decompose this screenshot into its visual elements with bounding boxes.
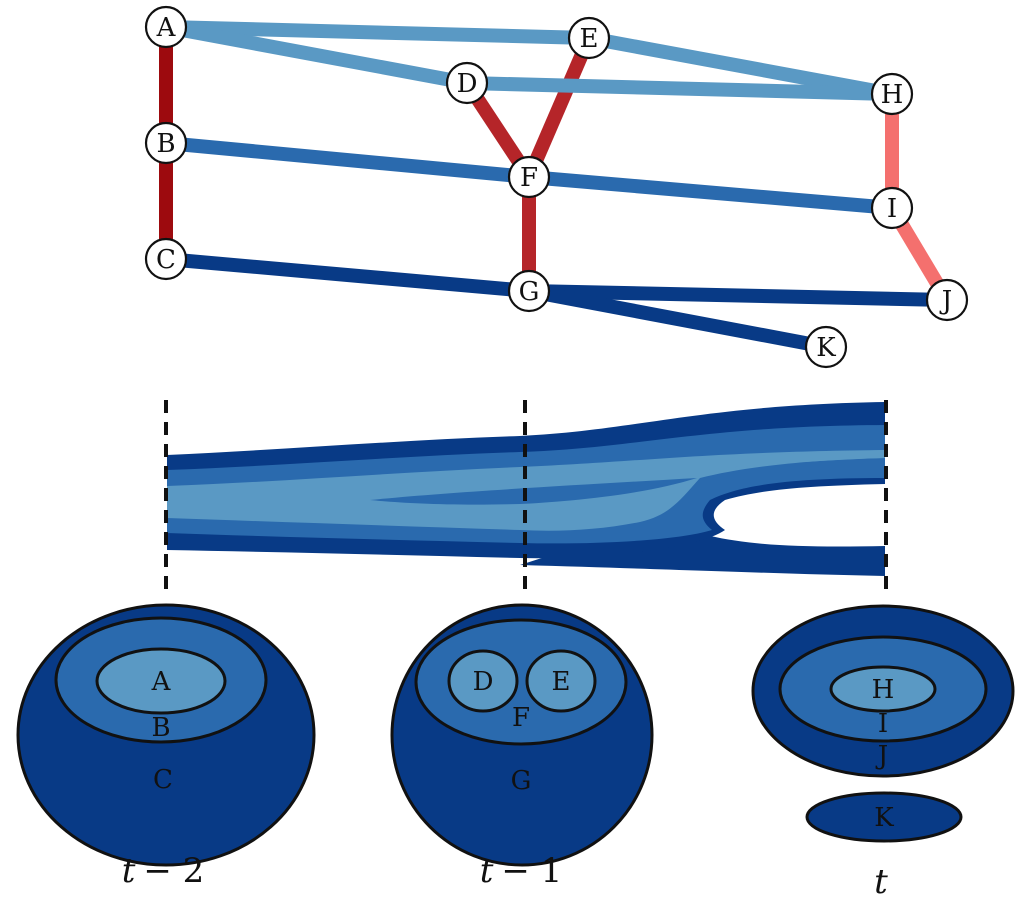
node-circle <box>870 186 914 230</box>
node-i: I <box>870 186 914 230</box>
flow-band-inner-right <box>700 450 885 470</box>
network-edges <box>159 20 954 354</box>
community-label-i: I <box>878 709 888 739</box>
node-label: G <box>519 277 540 307</box>
node-circle <box>445 61 489 105</box>
node-circle <box>144 237 188 281</box>
edge-g-k <box>527 284 828 354</box>
community-label-h: H <box>872 675 895 705</box>
edge-a-e <box>165 20 590 45</box>
node-label: B <box>156 129 175 159</box>
node-circle <box>507 155 551 199</box>
node-label: A <box>156 13 177 43</box>
edge-d-h <box>466 76 893 101</box>
flow-band-k <box>520 520 885 576</box>
node-g: G <box>507 269 551 313</box>
time-label-t-1: t− 1 <box>480 851 563 891</box>
node-f: F <box>507 155 551 199</box>
edge-b-f <box>165 136 530 184</box>
node-j: J <box>925 278 969 322</box>
node-e: E <box>567 16 611 60</box>
community-label-g: G <box>511 766 532 796</box>
node-circle <box>144 121 188 165</box>
node-k: K <box>804 325 848 369</box>
community-k <box>805 791 963 843</box>
node-circle <box>144 5 188 49</box>
edge-c-g <box>165 252 530 298</box>
node-h: H <box>870 72 914 116</box>
community-label-a: A <box>151 667 172 697</box>
node-label: I <box>887 194 897 224</box>
community-label-b: B <box>151 713 170 743</box>
community-f <box>414 618 628 746</box>
node-label: F <box>520 163 538 193</box>
node-circle <box>507 269 551 313</box>
node-label: J <box>939 286 952 316</box>
node-d: D <box>445 61 489 105</box>
node-circle <box>925 278 969 322</box>
node-label: K <box>816 333 836 363</box>
node-a: A <box>144 5 188 49</box>
edge-a-d <box>164 20 469 90</box>
network-graph: A B C D E F G H I J K <box>144 5 969 369</box>
snapshot-t-2: A B C <box>16 603 316 867</box>
community-e <box>525 649 597 713</box>
node-circle <box>804 325 848 369</box>
time-label-t-2: t− 2 <box>122 851 205 891</box>
network-nodes: A B C D E F G H I J K <box>144 5 969 369</box>
node-circle <box>567 16 611 60</box>
edge-e-h <box>587 31 894 101</box>
community-a <box>95 647 227 715</box>
community-label-c: C <box>153 765 173 795</box>
time-label-t: t <box>874 862 888 900</box>
node-c: C <box>144 237 188 281</box>
flow-diagram <box>164 400 888 590</box>
node-b: B <box>144 121 188 165</box>
edge-g-j <box>528 284 948 307</box>
community-label-d: D <box>473 667 494 697</box>
edge-e-f <box>522 35 596 180</box>
community-d <box>447 649 519 713</box>
community-label-e: E <box>552 667 571 697</box>
node-label: C <box>156 245 176 275</box>
community-label-f: F <box>512 703 530 733</box>
community-label-j: J <box>875 741 888 771</box>
node-circle <box>870 72 914 116</box>
community-h <box>829 665 937 713</box>
node-label: E <box>580 24 599 54</box>
snapshot-t: H I J K <box>751 604 1015 843</box>
edge-f-i <box>528 170 893 215</box>
flow-split-de <box>370 478 697 505</box>
snapshot-t-1: D E F G <box>390 603 654 867</box>
node-label: D <box>457 69 478 99</box>
node-label: H <box>881 80 904 110</box>
community-label-k: K <box>874 803 894 833</box>
